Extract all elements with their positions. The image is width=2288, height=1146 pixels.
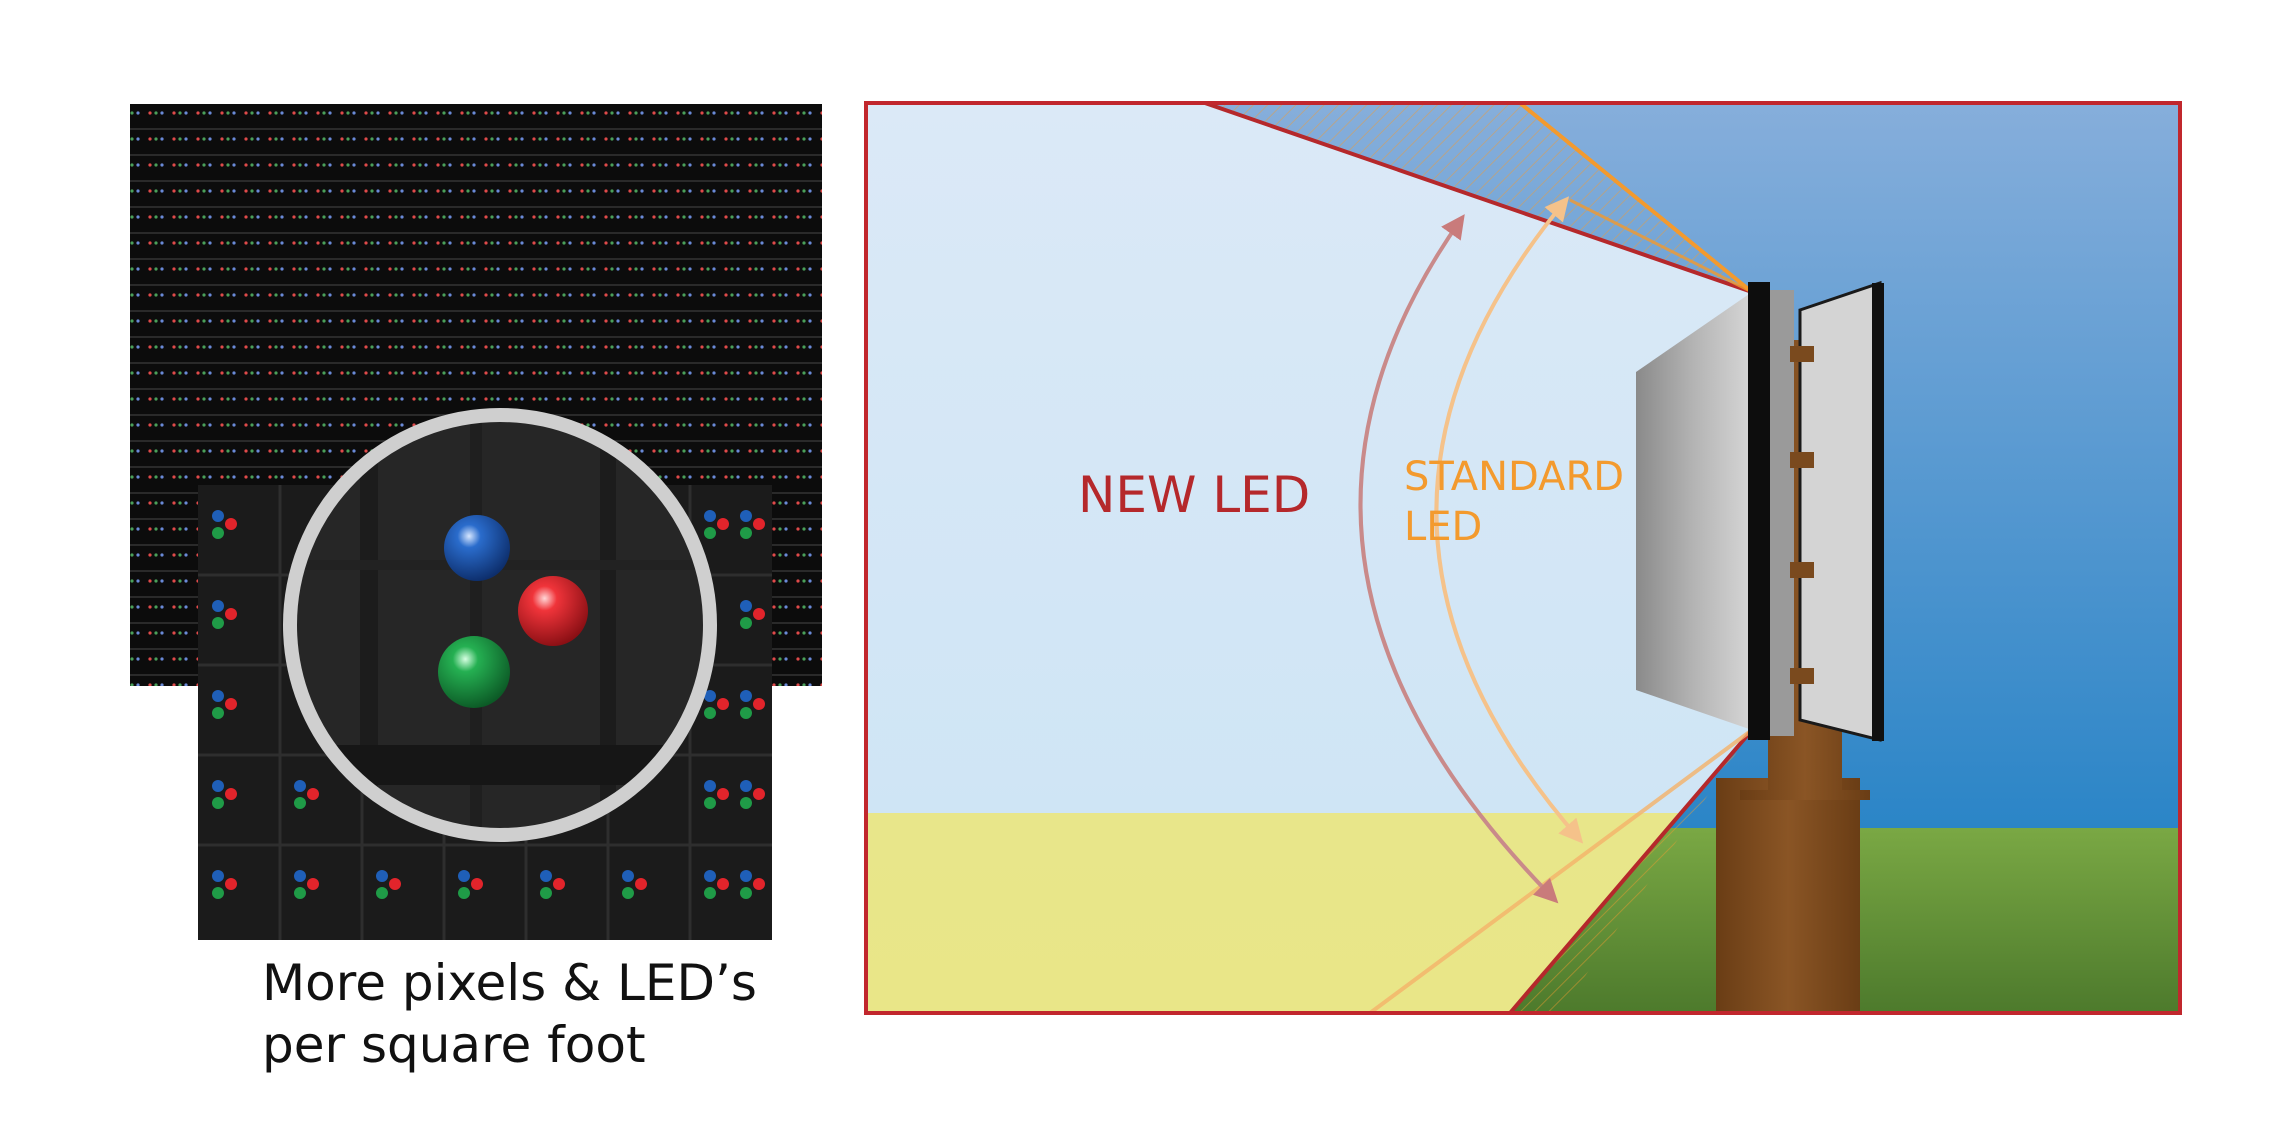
pixel-led-dot bbox=[212, 707, 224, 719]
pixel-led-dot bbox=[704, 780, 716, 792]
pixel-led-dot bbox=[740, 707, 752, 719]
pixel-led-dot bbox=[389, 878, 401, 890]
pixel-led-dot bbox=[717, 518, 729, 530]
pixel-led-dot bbox=[740, 690, 752, 702]
pixel-led-dot bbox=[740, 887, 752, 899]
pixel-led-dot bbox=[294, 780, 306, 792]
pixel-led-dot bbox=[704, 870, 716, 882]
pixel-led-dot bbox=[753, 788, 765, 800]
blue-led-icon bbox=[444, 515, 510, 581]
pixel-led-dot bbox=[225, 608, 237, 620]
pixel-led-dot bbox=[740, 617, 752, 629]
pixel-led-dot bbox=[704, 887, 716, 899]
pixel-led-dot bbox=[753, 608, 765, 620]
pixel-led-dot bbox=[740, 780, 752, 792]
pixel-led-dot bbox=[458, 887, 470, 899]
pixel-led-dot bbox=[717, 698, 729, 710]
pixel-led-dot bbox=[307, 788, 319, 800]
pixel-led-dot bbox=[294, 887, 306, 899]
pixel-led-dot bbox=[225, 878, 237, 890]
pixel-led-dot bbox=[212, 797, 224, 809]
pixel-led-dot bbox=[704, 707, 716, 719]
pixel-led-dot bbox=[704, 527, 716, 539]
pixel-led-dot bbox=[212, 690, 224, 702]
pixel-led-dot bbox=[753, 698, 765, 710]
pixel-led-dot bbox=[212, 780, 224, 792]
pixel-led-dot bbox=[212, 887, 224, 899]
pixel-led-dot bbox=[717, 878, 729, 890]
pole-base bbox=[1716, 778, 1860, 1013]
pixel-led-dot bbox=[225, 698, 237, 710]
pixel-led-dot bbox=[376, 887, 388, 899]
pixel-led-dot bbox=[622, 887, 634, 899]
led-pixel-panel bbox=[130, 104, 822, 940]
new-led-label: NEW LED bbox=[1078, 466, 1310, 524]
pixel-led-dot bbox=[376, 870, 388, 882]
standard-led-label-line2: LED bbox=[1404, 504, 1482, 550]
pixel-led-dot bbox=[225, 518, 237, 530]
pixel-led-dot bbox=[307, 878, 319, 890]
pixel-led-dot bbox=[740, 600, 752, 612]
pixel-led-dot bbox=[212, 510, 224, 522]
caption-line-1: More pixels & LED’s bbox=[262, 952, 822, 1014]
front-panel-face bbox=[1748, 282, 1770, 740]
pixel-led-dot bbox=[753, 878, 765, 890]
pixel-led-dot bbox=[704, 797, 716, 809]
pixel-led-dot bbox=[540, 870, 552, 882]
pixel-led-dot bbox=[622, 870, 634, 882]
pixel-led-dot bbox=[740, 510, 752, 522]
pixel-led-dot bbox=[553, 878, 565, 890]
pixel-led-dot bbox=[717, 788, 729, 800]
pixel-led-dot bbox=[540, 887, 552, 899]
pixel-led-dot bbox=[212, 527, 224, 539]
pixel-led-dot bbox=[635, 878, 647, 890]
pixel-led-dot bbox=[212, 600, 224, 612]
caption-line-2: per square foot bbox=[262, 1014, 822, 1076]
pixel-led-dot bbox=[212, 617, 224, 629]
pixel-led-dot bbox=[740, 527, 752, 539]
pixel-led-dot bbox=[704, 510, 716, 522]
pixel-led-dot bbox=[294, 870, 306, 882]
green-led-icon bbox=[438, 636, 510, 708]
pixel-led-dot bbox=[753, 518, 765, 530]
pixel-led-dot bbox=[458, 870, 470, 882]
red-led-icon bbox=[518, 576, 588, 646]
standard-led-label-line1: STANDARD bbox=[1404, 454, 1624, 500]
pixel-led-dot bbox=[212, 870, 224, 882]
viewing-angle-scene: NEW LED STANDARD LED bbox=[866, 103, 2180, 1013]
pixel-led-dot bbox=[740, 870, 752, 882]
pixel-led-dot bbox=[471, 878, 483, 890]
pixel-led-dot bbox=[740, 797, 752, 809]
panel-caption: More pixels & LED’s per square foot bbox=[262, 952, 822, 1076]
pixel-led-dot bbox=[294, 797, 306, 809]
pixel-led-dot bbox=[225, 788, 237, 800]
